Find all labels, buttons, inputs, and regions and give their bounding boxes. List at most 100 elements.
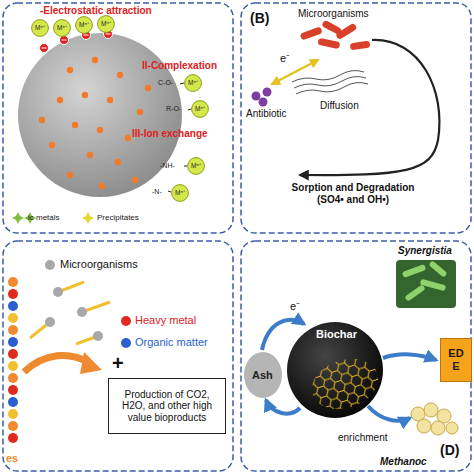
orange-dot <box>82 92 88 98</box>
node-text: Mⁿ⁺ <box>101 20 111 27</box>
antibiotic-molecule <box>263 88 272 97</box>
ion-circle <box>98 16 115 33</box>
material-label: Ash <box>252 369 273 382</box>
microbe-key-dot <box>45 260 55 270</box>
pollutant-dot <box>8 373 18 383</box>
bond-line <box>168 191 171 192</box>
sorbent-particle <box>18 33 182 197</box>
panel-frame <box>3 3 471 471</box>
pollutant-dot <box>8 433 18 443</box>
node-text: Mⁿ⁺ <box>175 189 185 196</box>
orange-dot <box>107 97 113 103</box>
bond-line <box>188 109 191 110</box>
pollutant-dot <box>8 277 18 287</box>
product-box: Production of CO2, H2O, and other high v… <box>108 378 226 434</box>
pollutant-dot <box>8 301 18 311</box>
node-text: Mⁿ⁺ <box>57 24 67 31</box>
pathway-label: es <box>6 452 18 465</box>
biochar-particle <box>287 322 385 418</box>
orange-dot <box>57 97 63 103</box>
ion-circle <box>32 20 49 37</box>
orange-dot <box>39 57 151 189</box>
antibiotic-molecule <box>252 88 272 107</box>
pollutant-dot <box>8 289 18 299</box>
orange-dot <box>115 159 121 165</box>
pollutant-key-dot <box>121 316 131 326</box>
functional-group: R-O- <box>166 105 181 113</box>
electron-flow-arrow <box>383 354 436 360</box>
ion-circle <box>54 20 71 37</box>
orange-dot <box>49 142 55 148</box>
diffusion-wave <box>292 71 368 94</box>
orange-dot <box>72 122 78 128</box>
node-text: ED <box>448 347 463 360</box>
key-label: Precipitates <box>97 213 139 222</box>
precipitate-star <box>12 212 24 224</box>
electron-label: e⁻ <box>290 300 300 313</box>
metal-ion: Mⁿ⁺ <box>187 157 205 175</box>
organism-label: Methanoc <box>380 456 427 468</box>
orange-dot <box>97 127 103 133</box>
bacteria-rod <box>321 20 342 36</box>
functional-group: C-O- <box>158 79 173 87</box>
node-text: Mⁿ⁺ <box>191 162 201 169</box>
pollutant-dot <box>8 421 18 431</box>
microbe-lollipop <box>30 282 110 344</box>
pollutant-key-dot <box>121 338 131 348</box>
metal-ion: Mⁿ⁺ <box>191 100 209 118</box>
ion-circle <box>172 185 189 202</box>
pollutant-dot <box>8 409 18 419</box>
functional-group: -N- <box>152 188 162 196</box>
synergistia-micrograph <box>428 260 447 277</box>
degradation-arrow <box>80 352 102 374</box>
process-arc <box>300 40 439 175</box>
key-label: Organic matter <box>135 336 208 349</box>
orange-dot <box>132 177 138 183</box>
panel-frame <box>3 241 233 471</box>
pollutant-dot <box>8 325 18 335</box>
methanogen-cluster <box>411 403 458 435</box>
node-text: E <box>452 360 459 373</box>
ion-circle <box>76 17 93 34</box>
orange-dot <box>99 183 105 189</box>
process-label: enrichment <box>338 432 387 444</box>
pollutant-dot <box>8 277 18 443</box>
orange-dot <box>39 117 45 123</box>
node-text: Mⁿ⁺ <box>35 24 45 31</box>
degradation-arrow <box>24 352 102 374</box>
pollutant-key-dot <box>121 316 131 348</box>
microbe-lollipop <box>45 317 55 327</box>
orange-dot <box>87 152 93 158</box>
orange-dot <box>137 109 143 115</box>
metal-ion: Mⁿ⁺ <box>31 19 49 37</box>
methanogen-cluster <box>446 422 458 434</box>
methanogen-cluster <box>431 421 445 435</box>
pollutant-dot <box>8 313 18 323</box>
synergistia-micrograph <box>404 284 425 302</box>
pollutant-dot <box>8 337 18 347</box>
process-label: Sorption and Degradation (SO4• and OH•) <box>278 182 428 205</box>
pollutant-dot <box>8 397 18 407</box>
key-label: Microorganisms <box>60 258 138 271</box>
orange-dot <box>145 85 151 91</box>
precipitate-star <box>12 212 94 224</box>
electron-flow-arrow <box>368 406 410 421</box>
bacteria-rod <box>300 20 371 51</box>
ion-circle <box>188 158 205 175</box>
metal-ion: Mⁿ⁺ <box>97 15 115 33</box>
negative-charge <box>40 30 113 53</box>
node-text: Mⁿ⁺ <box>79 21 89 28</box>
functional-group: -NH- <box>160 162 175 170</box>
antibiotic-molecule <box>259 98 268 107</box>
pathway-box: EDE <box>440 338 472 382</box>
degradation-arrow <box>24 355 88 372</box>
panel-frame <box>241 241 471 471</box>
bond-line <box>184 166 187 167</box>
microbe-lollipop <box>77 307 87 317</box>
mechanism-label: -Electrostatic attraction <box>40 5 152 17</box>
synergistia-micrograph <box>396 260 456 308</box>
key-label: ic metals <box>28 213 60 222</box>
key-label: Heavy metal <box>135 314 196 327</box>
